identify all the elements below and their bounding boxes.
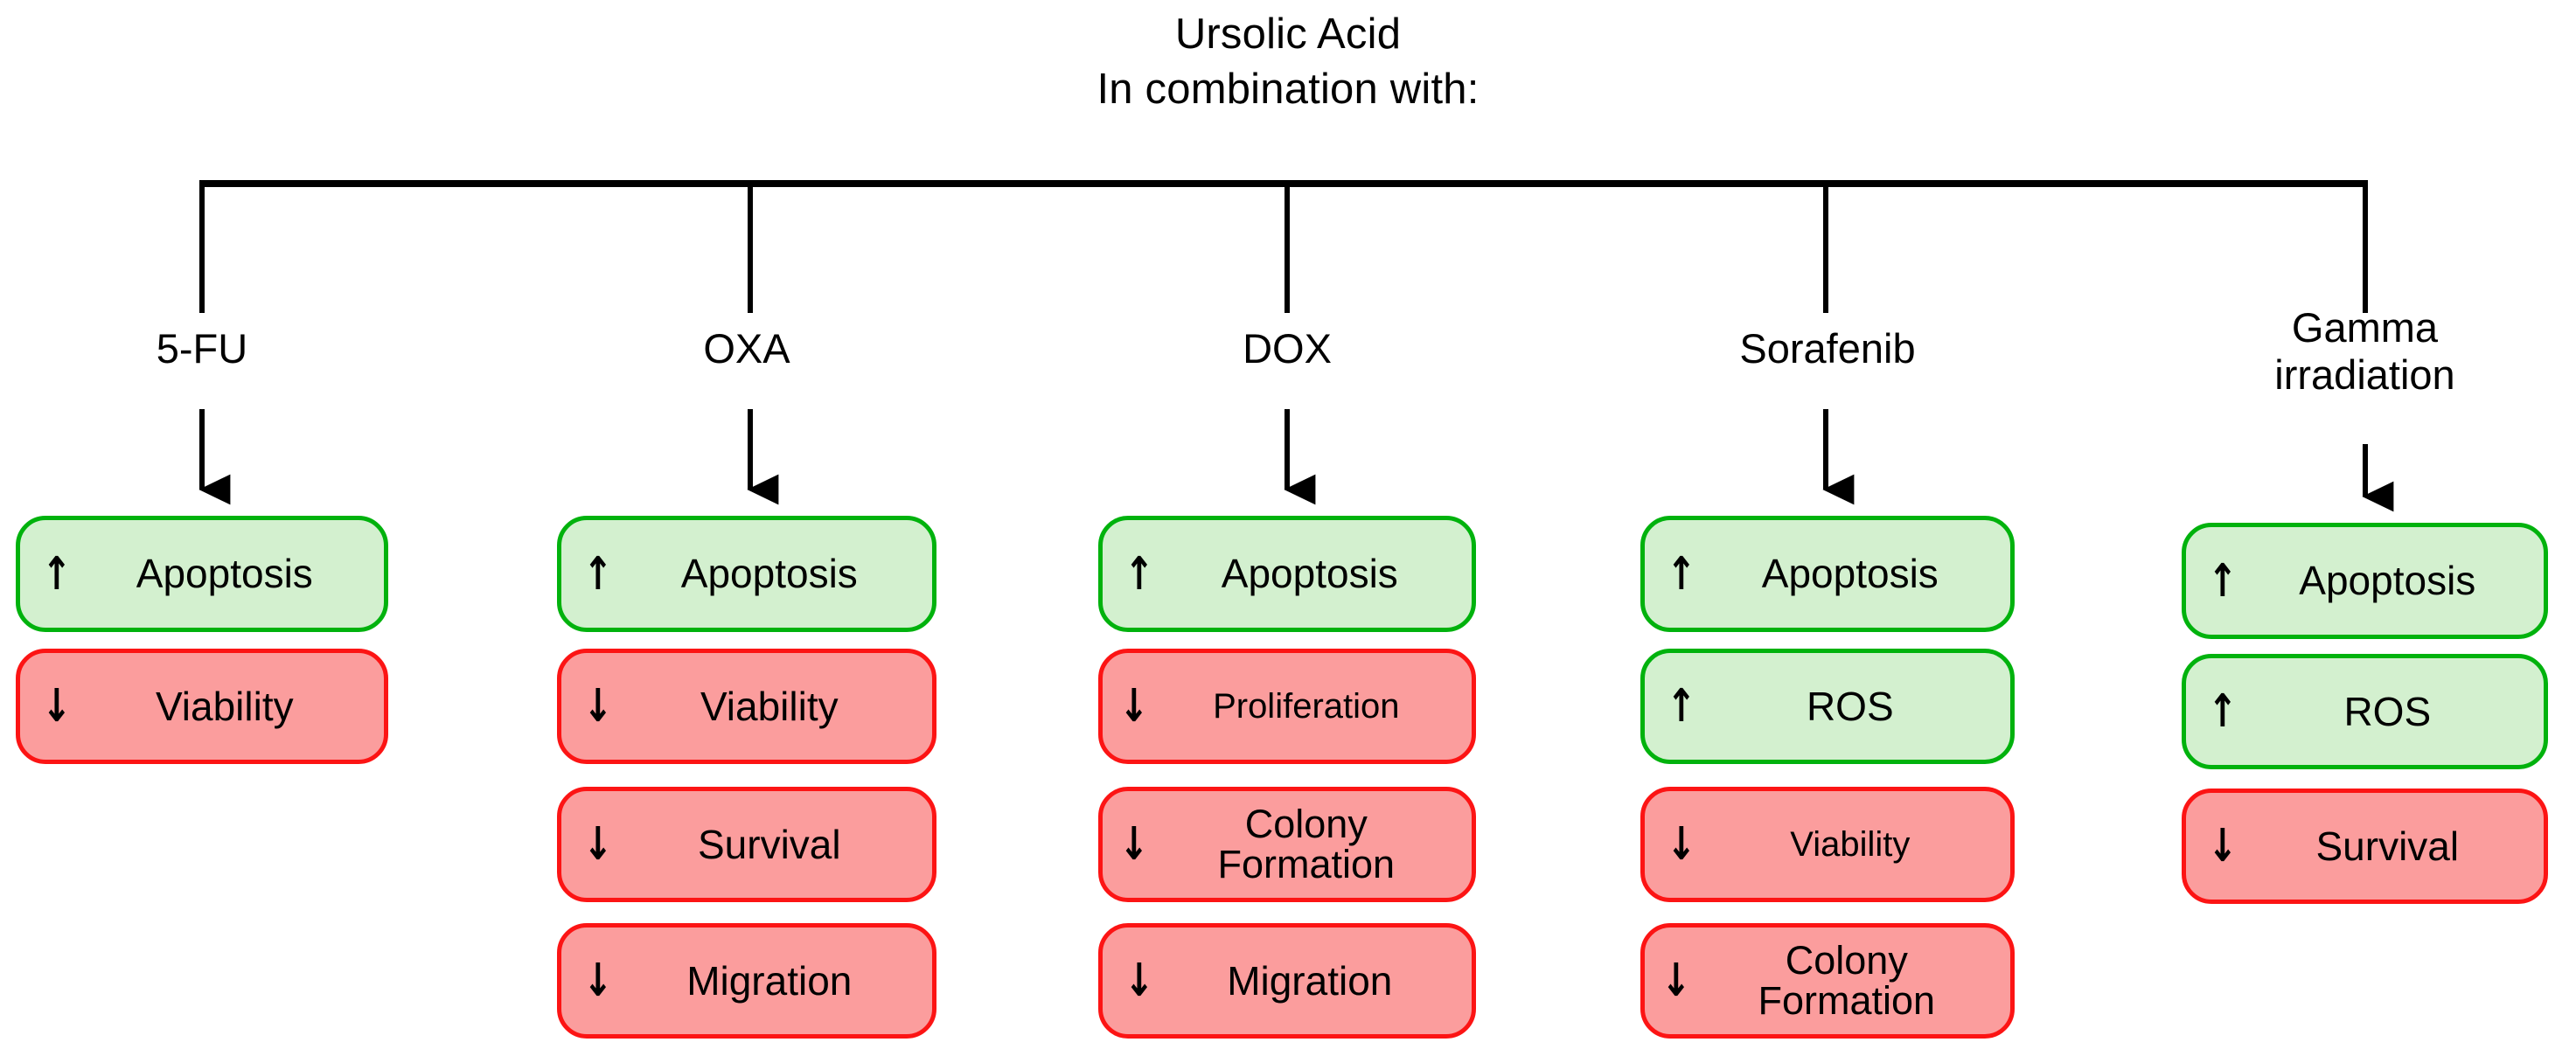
title-line-1: Ursolic Acid [1174,10,1402,58]
down-arrow-icon: ↓ [1660,955,1691,1007]
down-arrow-icon: ↓ [1118,680,1149,733]
effect-pill: ↓ Survival [2182,789,2548,904]
effect-pill: ↑ Apoptosis [2182,523,2548,639]
column-label-line: 5-FU [156,325,248,372]
effect-label: ROS [2343,688,2432,734]
effect-label: Migration [686,957,853,1004]
effect-pill: ↑ Apoptosis [1640,516,2015,632]
effect-pill: ↓ Proliferation [1098,649,1476,764]
effect-pill: ↓ Colony Formation [1098,787,1476,902]
effect-label: Survival [2315,823,2460,869]
down-arrow-icon: ↓ [41,680,72,733]
effect-label: Proliferation [1213,687,1400,726]
treatment-column-5fu: 5-FU ↑ Apoptosis ↓ Viability [16,0,388,1063]
effect-label: Survival [697,821,841,867]
effect-pill: ↓ Migration [557,923,936,1039]
down-arrow-icon: ↓ [2207,820,2238,872]
column-label-gamma-irradiation: Gamma irradiation [2182,304,2548,398]
up-arrow-icon: ↑ [582,547,613,601]
up-arrow-icon: ↑ [2207,685,2238,738]
effect-pill: ↑ Apoptosis [557,516,936,632]
column-label-oxa: OXA [557,325,936,372]
effect-label: Apoptosis [1221,551,1398,597]
column-label-sorafenib: Sorafenib [1640,325,2015,372]
down-arrow-icon: ↓ [582,955,613,1007]
effect-pill: ↓ Colony Formation [1640,923,2015,1039]
up-arrow-icon: ↑ [1666,547,1696,601]
effect-pill: ↑ ROS [1640,649,2015,764]
effect-label: Migration [1227,957,1393,1004]
effect-pill: ↑ ROS [2182,654,2548,769]
treatment-column-sorafenib: Sorafenib ↑ Apoptosis ↑ ROS ↓ Viability … [1640,0,2015,1063]
column-label-line: irradiation [2274,351,2455,398]
diagram-title: Ursolic Acid In combination with: [0,7,2576,116]
up-arrow-icon: ↑ [2207,554,2238,608]
up-arrow-icon: ↑ [1124,547,1154,601]
treatment-column-gamma-irradiation: Gamma irradiation ↑ Apoptosis ↑ ROS ↓ Su… [2182,0,2548,1063]
effect-pill: ↓ Migration [1098,923,1476,1039]
down-arrow-icon: ↓ [1118,818,1149,871]
column-label-line: DOX [1243,325,1332,372]
effect-label: Apoptosis [2299,558,2476,604]
effect-label: Viability [155,683,294,729]
up-arrow-icon: ↑ [1666,680,1696,733]
effect-pill: ↓ Survival [557,787,936,902]
down-arrow-icon: ↓ [1666,818,1696,871]
effect-label: Viability [1790,825,1911,864]
effect-pill: ↓ Viability [16,649,388,764]
column-label-line: OXA [703,325,790,372]
effect-pill: ↓ Viability [557,649,936,764]
column-label-dox: DOX [1098,325,1476,372]
effect-label: Viability [700,683,839,729]
effect-pill: ↑ Apoptosis [16,516,388,632]
effect-pill: ↓ Viability [1640,787,2015,902]
title-line-2: In combination with: [1097,65,1479,113]
effect-label: Apoptosis [680,551,858,597]
down-arrow-icon: ↓ [582,818,613,871]
treatment-column-oxa: OXA ↑ Apoptosis ↓ Viability ↓ Survival ↓… [557,0,936,1063]
up-arrow-icon: ↑ [41,547,72,601]
column-label-5fu: 5-FU [16,325,388,372]
effect-label: Apoptosis [136,551,313,597]
treatment-column-dox: DOX ↑ Apoptosis ↓ Proliferation ↓ Colony… [1098,0,1476,1063]
column-label-line: Gamma [2291,304,2439,351]
effect-label: Colony Formation [1758,938,1936,1023]
effect-label: Apoptosis [1761,551,1939,597]
effect-label: Colony Formation [1217,802,1396,886]
column-label-line: Sorafenib [1739,325,1916,372]
effect-pill: ↑ Apoptosis [1098,516,1476,632]
effect-label: ROS [1806,683,1894,729]
down-arrow-icon: ↓ [1124,955,1154,1007]
down-arrow-icon: ↓ [582,680,613,733]
